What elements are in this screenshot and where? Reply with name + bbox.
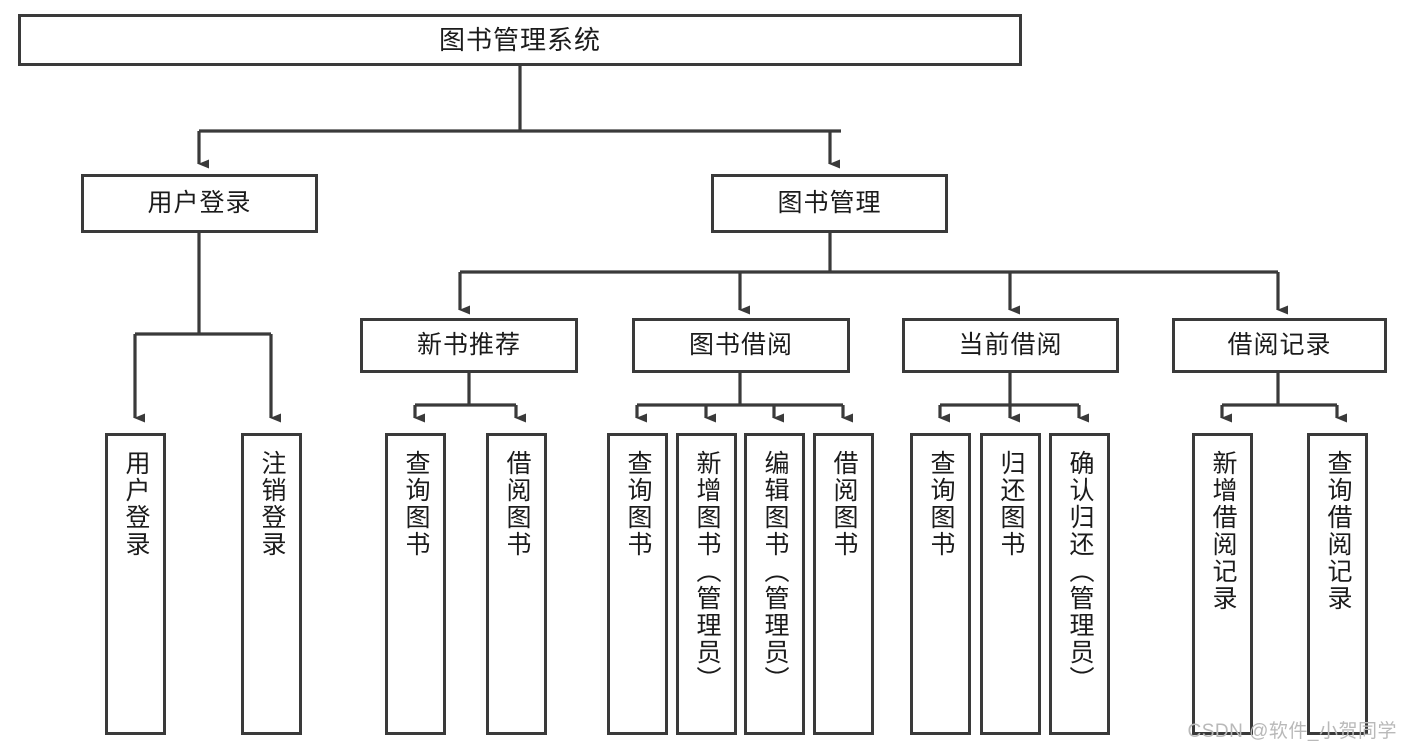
- node-leaf-return-book[interactable]: 归还图书: [980, 433, 1041, 735]
- node-leaf-edit-book[interactable]: 编辑图书（管理员）: [744, 433, 805, 735]
- node-leaf-add-record[interactable]: 新增借阅记录: [1192, 433, 1253, 735]
- node-leaf-add-book[interactable]: 新增图书（管理员）: [676, 433, 737, 735]
- node-leaf-edit-book-label: 编辑图书（管理员）: [761, 450, 789, 693]
- node-current-borrow-label: 当前借阅: [958, 331, 1063, 359]
- node-leaf-user-logout[interactable]: 注销登录: [241, 433, 302, 735]
- node-borrow-record[interactable]: 借阅记录: [1172, 318, 1387, 373]
- node-leaf-query-book-3[interactable]: 查询图书: [910, 433, 971, 735]
- node-user-login-label: 用户登录: [147, 189, 252, 217]
- node-leaf-query-book-2[interactable]: 查询图书: [607, 433, 668, 735]
- node-borrow-record-label: 借阅记录: [1227, 331, 1332, 359]
- node-leaf-borrow-book-2[interactable]: 借阅图书: [813, 433, 874, 735]
- node-leaf-confirm-return[interactable]: 确认归还（管理员）: [1049, 433, 1110, 735]
- node-leaf-query-record-label: 查询借阅记录: [1324, 450, 1352, 612]
- node-leaf-query-book-1[interactable]: 查询图书: [385, 433, 446, 735]
- node-leaf-return-book-label: 归还图书: [997, 450, 1025, 558]
- node-leaf-user-login-label: 用户登录: [122, 450, 150, 558]
- node-root[interactable]: 图书管理系统: [18, 14, 1022, 66]
- node-root-label: 图书管理系统: [438, 24, 601, 55]
- node-leaf-borrow-book-1[interactable]: 借阅图书: [486, 433, 547, 735]
- node-leaf-add-book-label: 新增图书（管理员）: [693, 450, 721, 693]
- node-leaf-add-record-label: 新增借阅记录: [1209, 450, 1237, 612]
- node-leaf-query-book-2-label: 查询图书: [624, 450, 652, 558]
- node-new-book-rec-label: 新书推荐: [416, 331, 521, 359]
- node-book-manage-label: 图书管理: [777, 189, 882, 217]
- node-leaf-borrow-book-1-label: 借阅图书: [503, 450, 531, 558]
- node-leaf-query-book-3-label: 查询图书: [927, 450, 955, 558]
- node-current-borrow[interactable]: 当前借阅: [902, 318, 1119, 373]
- node-leaf-confirm-return-label: 确认归还（管理员）: [1066, 450, 1094, 693]
- node-book-manage[interactable]: 图书管理: [711, 174, 948, 233]
- node-book-borrow[interactable]: 图书借阅: [632, 318, 850, 373]
- node-leaf-borrow-book-2-label: 借阅图书: [830, 450, 858, 558]
- watermark: CSDN @软件_小贺同学: [1187, 721, 1397, 742]
- node-leaf-user-logout-label: 注销登录: [258, 450, 286, 558]
- node-new-book-rec[interactable]: 新书推荐: [360, 318, 578, 373]
- node-leaf-query-record[interactable]: 查询借阅记录: [1307, 433, 1368, 735]
- node-leaf-query-book-1-label: 查询图书: [402, 450, 430, 558]
- node-user-login[interactable]: 用户登录: [81, 174, 318, 233]
- node-book-borrow-label: 图书借阅: [688, 331, 793, 359]
- node-leaf-user-login[interactable]: 用户登录: [105, 433, 166, 735]
